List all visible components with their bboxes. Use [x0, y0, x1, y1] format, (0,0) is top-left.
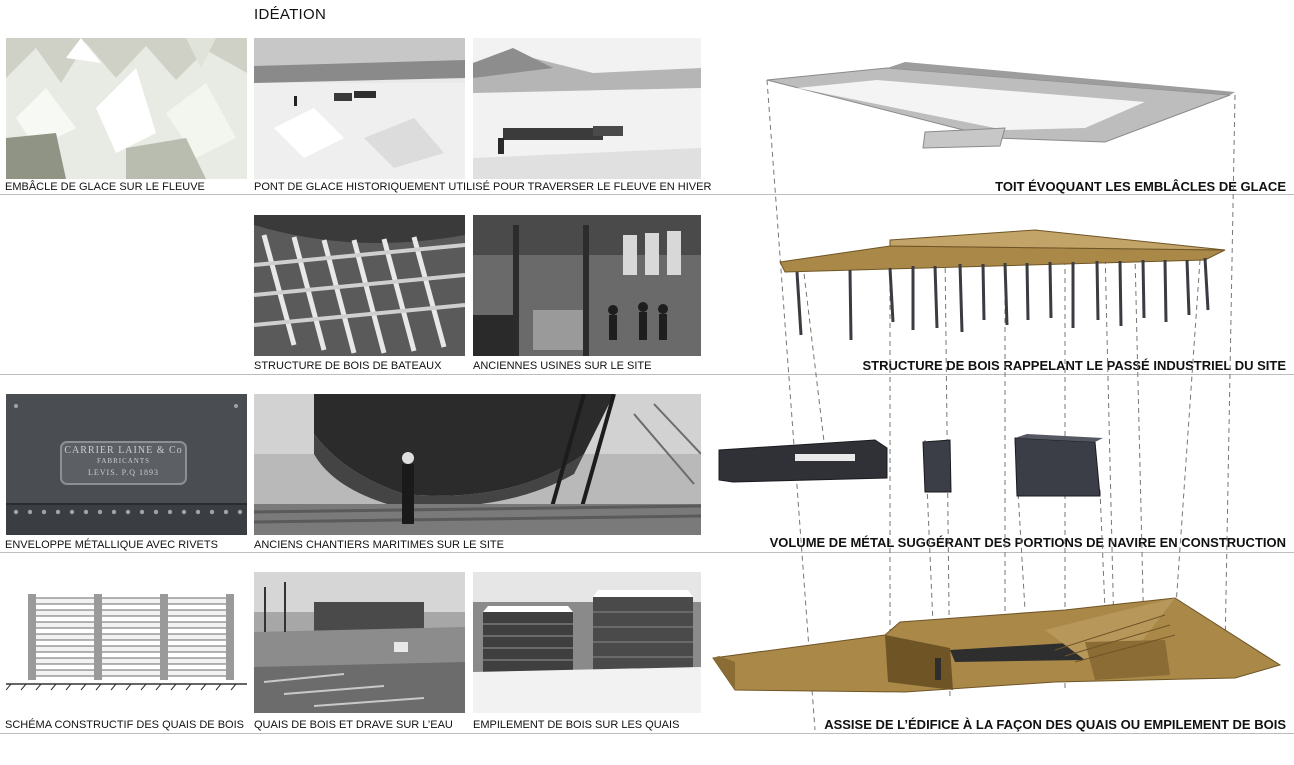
photo-wharf-water [254, 572, 465, 713]
photo-ice-bridge-1 [254, 38, 465, 179]
concept-base: ASSISE DE L’ÉDIFICE À LA FAÇON DES QUAIS… [824, 717, 1286, 732]
row-divider-4 [0, 733, 1294, 734]
photo-wharf-schema [6, 572, 247, 713]
row-divider-1 [0, 194, 1294, 195]
exploded-axonometric [705, 50, 1294, 740]
wooden-base-layer [712, 597, 1282, 693]
maker-name: CARRIER LAINE & Co [64, 445, 183, 456]
caption-wharf-water: QUAIS DE BOIS ET DRAVE SUR L’EAU [254, 719, 453, 731]
photo-riveted-plate [6, 394, 247, 535]
photo-ice-bridge-2 [473, 38, 701, 179]
concept-structure: STRUCTURE DE BOIS RAPPELANT LE PASSÉ IND… [862, 358, 1286, 373]
timber-structure-layer [779, 229, 1226, 341]
row-divider-3 [0, 552, 1294, 553]
caption-old-factory: ANCIENNES USINES SUR LE SITE [473, 360, 652, 372]
photo-wood-stacks [473, 572, 701, 713]
concept-roof: TOIT ÉVOQUANT LES EMBLÂCLES DE GLACE [995, 179, 1286, 194]
caption-wharf-schema: SCHÉMA CONSTRUCTIF DES QUAIS DE BOIS [5, 719, 244, 731]
caption-wood-stacks: EMPILEMENT DE BOIS SUR LES QUAIS [473, 719, 680, 731]
maker-sub: FABRICANTS [96, 457, 151, 465]
caption-boat-wood: STRUCTURE DE BOIS DE BATEAUX [254, 360, 442, 372]
roof-layer [766, 62, 1235, 149]
caption-riveted-plate: ENVELOPPE MÉTALLIQUE AVEC RIVETS [5, 539, 218, 551]
photo-shipyard [254, 394, 701, 535]
photo-old-factory [473, 215, 701, 356]
caption-shipyard: ANCIENS CHANTIERS MARITIMES SUR LE SITE [254, 539, 504, 551]
maker-plate-text: CARRIER LAINE & Co FABRICANTS LEVIS. P.Q… [61, 445, 186, 478]
photo-ice-jam [6, 38, 247, 179]
page-title: IDÉATION [254, 6, 327, 23]
row-divider-2 [0, 374, 1294, 375]
concept-metal: VOLUME DE MÉTAL SUGGÉRANT DES PORTIONS D… [769, 535, 1286, 550]
caption-ice-bridge: PONT DE GLACE HISTORIQUEMENT UTILISÉ POU… [254, 181, 712, 193]
photo-boat-wood-frame [254, 215, 465, 356]
caption-ice-jam: EMBÂCLE DE GLACE SUR LE FLEUVE [5, 181, 205, 193]
metal-volumes-layer [718, 434, 1103, 497]
maker-place: LEVIS. P.Q 1893 [87, 468, 159, 477]
